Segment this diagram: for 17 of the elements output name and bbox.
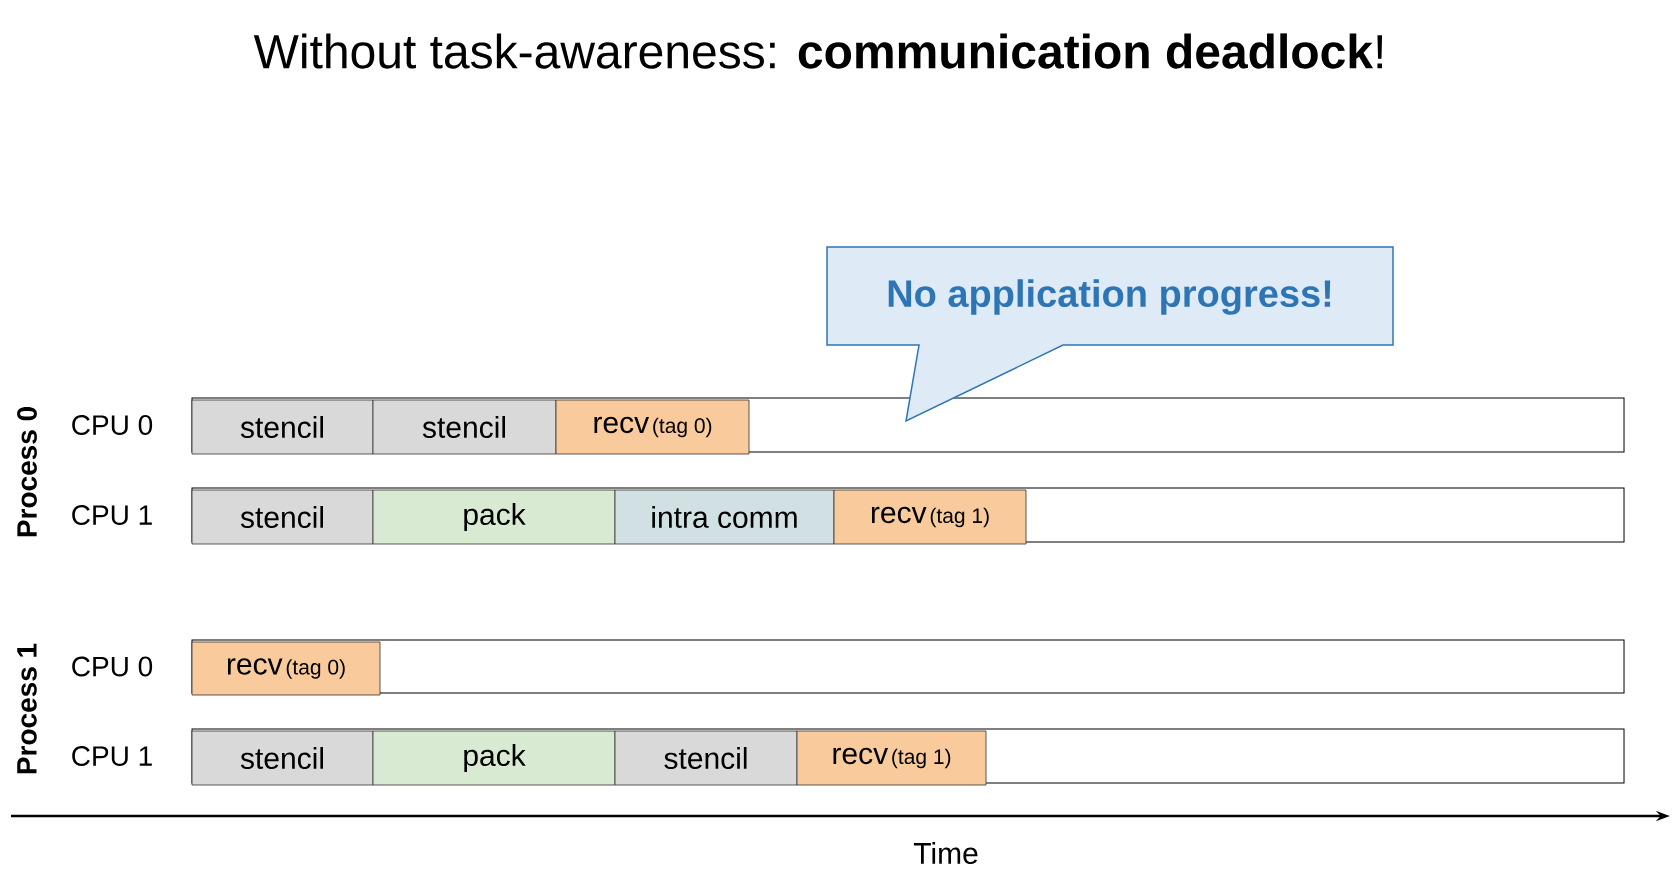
cpu-label: CPU 0 xyxy=(72,415,153,435)
task-box: stencil xyxy=(191,489,374,545)
task-box: stencil xyxy=(614,730,798,786)
cpu-label: CPU 1 xyxy=(72,505,152,525)
task-box: intra comm xyxy=(614,489,835,545)
task-box: pack xyxy=(372,489,616,545)
process-label: Process 0 xyxy=(17,407,37,537)
task-box: stencil xyxy=(191,730,374,786)
task-box: stencil xyxy=(191,399,374,455)
speech-bubble: No application progress! xyxy=(826,246,1394,423)
cpu-label: CPU 0 xyxy=(72,656,153,677)
task-box: pack xyxy=(372,730,616,786)
title: Without task-awareness: communication deadlock! xyxy=(253,33,1383,69)
task-box: stencil xyxy=(372,399,557,455)
process-label: Process 1 xyxy=(17,643,37,774)
axis-label: Time xyxy=(913,842,978,865)
cpu-label: CPU 1 xyxy=(72,746,152,766)
